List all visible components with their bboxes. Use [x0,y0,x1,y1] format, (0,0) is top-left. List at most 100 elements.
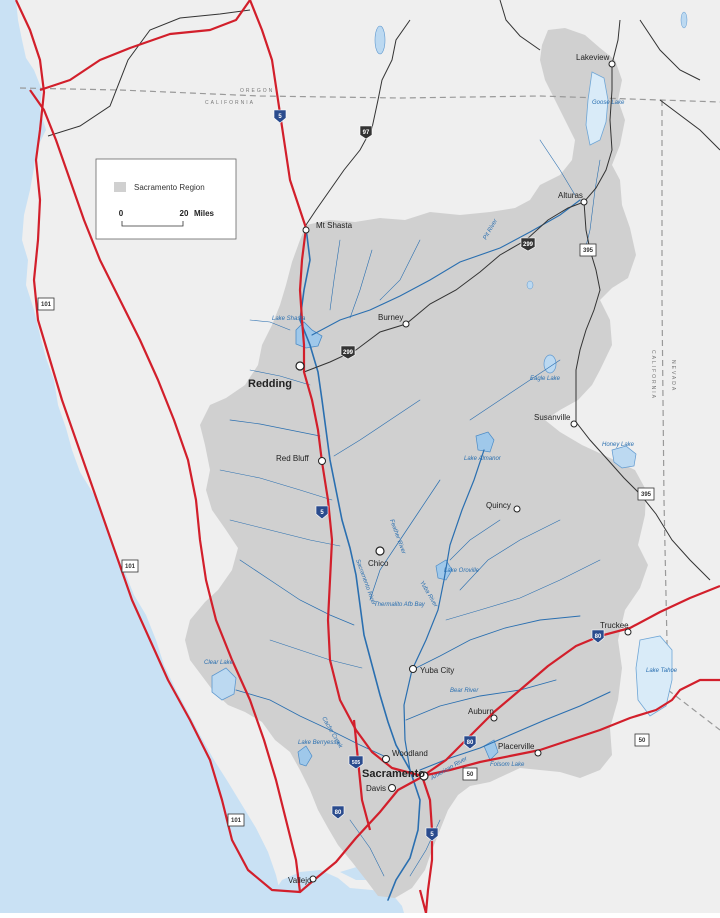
us-route-shield: 50 [634,733,650,747]
city-label: Mt Shasta [316,221,353,230]
goose-lake-label: Goose Lake [592,100,625,106]
shield-label: 101 [125,564,136,570]
shield-label: 5 [320,510,324,516]
us395-south-road [575,201,711,581]
shield-label: 5 [278,114,282,120]
stony-creek [239,559,355,626]
city-label: Lakeview [576,53,610,62]
cottonwood-creek [229,419,321,437]
tributary [349,819,385,877]
shield-label: 395 [583,248,594,254]
city-davis: Davis [366,784,396,793]
highway-shields: 5 97 299 299 395 395 101 101 [37,109,655,842]
i505-highway [352,719,372,831]
city-lakeview: Lakeview [576,53,616,68]
shield-label: 299 [343,350,354,356]
bear-river [405,679,557,721]
american-river [419,691,611,771]
sacramento-river [299,227,421,901]
california-north-label: CALIFORNIA [205,100,255,106]
rivers [219,139,611,901]
nevada-label: NEVADA [670,360,676,392]
us-route-shield: 50 [462,767,478,781]
tributary [379,239,421,301]
tributary [333,399,421,457]
tributary [269,639,363,669]
shield-label: 80 [595,634,602,640]
city-vallejo: Vallejo [288,875,317,885]
feather-river [403,449,485,771]
tributary [349,249,373,319]
shield-label: 50 [639,738,646,744]
eastern-road [659,99,720,151]
shield-label: 299 [523,242,534,248]
san-pablo-bay [268,870,404,913]
legend-box [95,158,237,240]
california-east-label: CALIFORNIA [650,350,656,400]
city-alturas: Alturas [558,191,588,206]
folsom-lake-label: Folsom Lake [490,762,525,768]
butte-creek [369,479,441,601]
city-burney: Burney [378,313,410,328]
us-route-shield: 299 [520,237,536,252]
lake-shasta-label: Lake Shasta [272,316,306,322]
i80-highway [313,584,720,881]
city-redding: Redding [248,361,305,390]
city-mt-shasta: Mt Shasta [302,221,353,234]
city-label: Sacramento [362,768,425,780]
city-label: Burney [378,313,403,322]
tributary [329,239,341,311]
tributary [445,559,601,621]
legend-region-swatch [114,182,126,192]
northern-road [499,0,541,51]
shield-label: 395 [641,492,652,498]
city-label: Yuba City [420,666,454,675]
lake-berryessa-label: Lake Berryessa [298,740,340,746]
thermalito-label: Thermalito Afb Bay [374,602,426,608]
shield-label: 80 [467,740,474,746]
honey-lake-label: Honey Lake [602,442,635,448]
interstate-shield: 5 [425,827,439,842]
shield-label: 80 [335,810,342,816]
lake-tahoe-label: Lake Tahoe [646,668,678,674]
interstate-shield: 80 [331,805,345,820]
small-lake [680,11,688,29]
cities: Lakeview Alturas Mt Shasta Burney Reddin… [248,53,632,885]
us-route-shield: 299 [340,345,356,360]
city-label: Susanville [534,413,571,422]
interstate-shield: 5 [315,505,329,520]
shield-label: 505 [352,760,361,766]
pacific-ocean [0,0,286,913]
city-label: Auburn [468,707,494,716]
us-route-shield: 101 [227,813,245,827]
city-label: Vallejo [288,876,312,885]
legend-region-label: Sacramento Region [134,183,205,192]
tributary [249,369,311,386]
coastal-highway [29,89,302,893]
tributary [459,519,561,591]
stockton-highway [418,889,428,914]
us-route-shield: 101 [37,297,55,311]
city-yuba-city: Yuba City [409,665,454,675]
city-auburn: Auburn [468,707,498,722]
city-label: Quincy [486,501,511,510]
interstate-shield: 505 [348,755,364,770]
city-label: Placerville [498,742,535,751]
lake-oroville [435,559,453,581]
tributary [449,519,501,561]
interstate-shield: 80 [591,629,605,644]
city-label: Alturas [558,191,583,200]
scale-end-label: 20 [180,209,189,218]
tributary [469,359,561,421]
scale-unit-label: Miles [194,209,215,218]
us-route-shield: 101 [121,559,139,573]
clear-lake-label: Clear Lake [204,660,234,666]
northwest-highway [39,0,251,92]
us395-road [611,19,621,65]
clear-lake [211,667,237,701]
tributary [229,519,341,547]
city-label: Red Bluff [276,454,310,463]
city-label: Davis [366,784,386,793]
